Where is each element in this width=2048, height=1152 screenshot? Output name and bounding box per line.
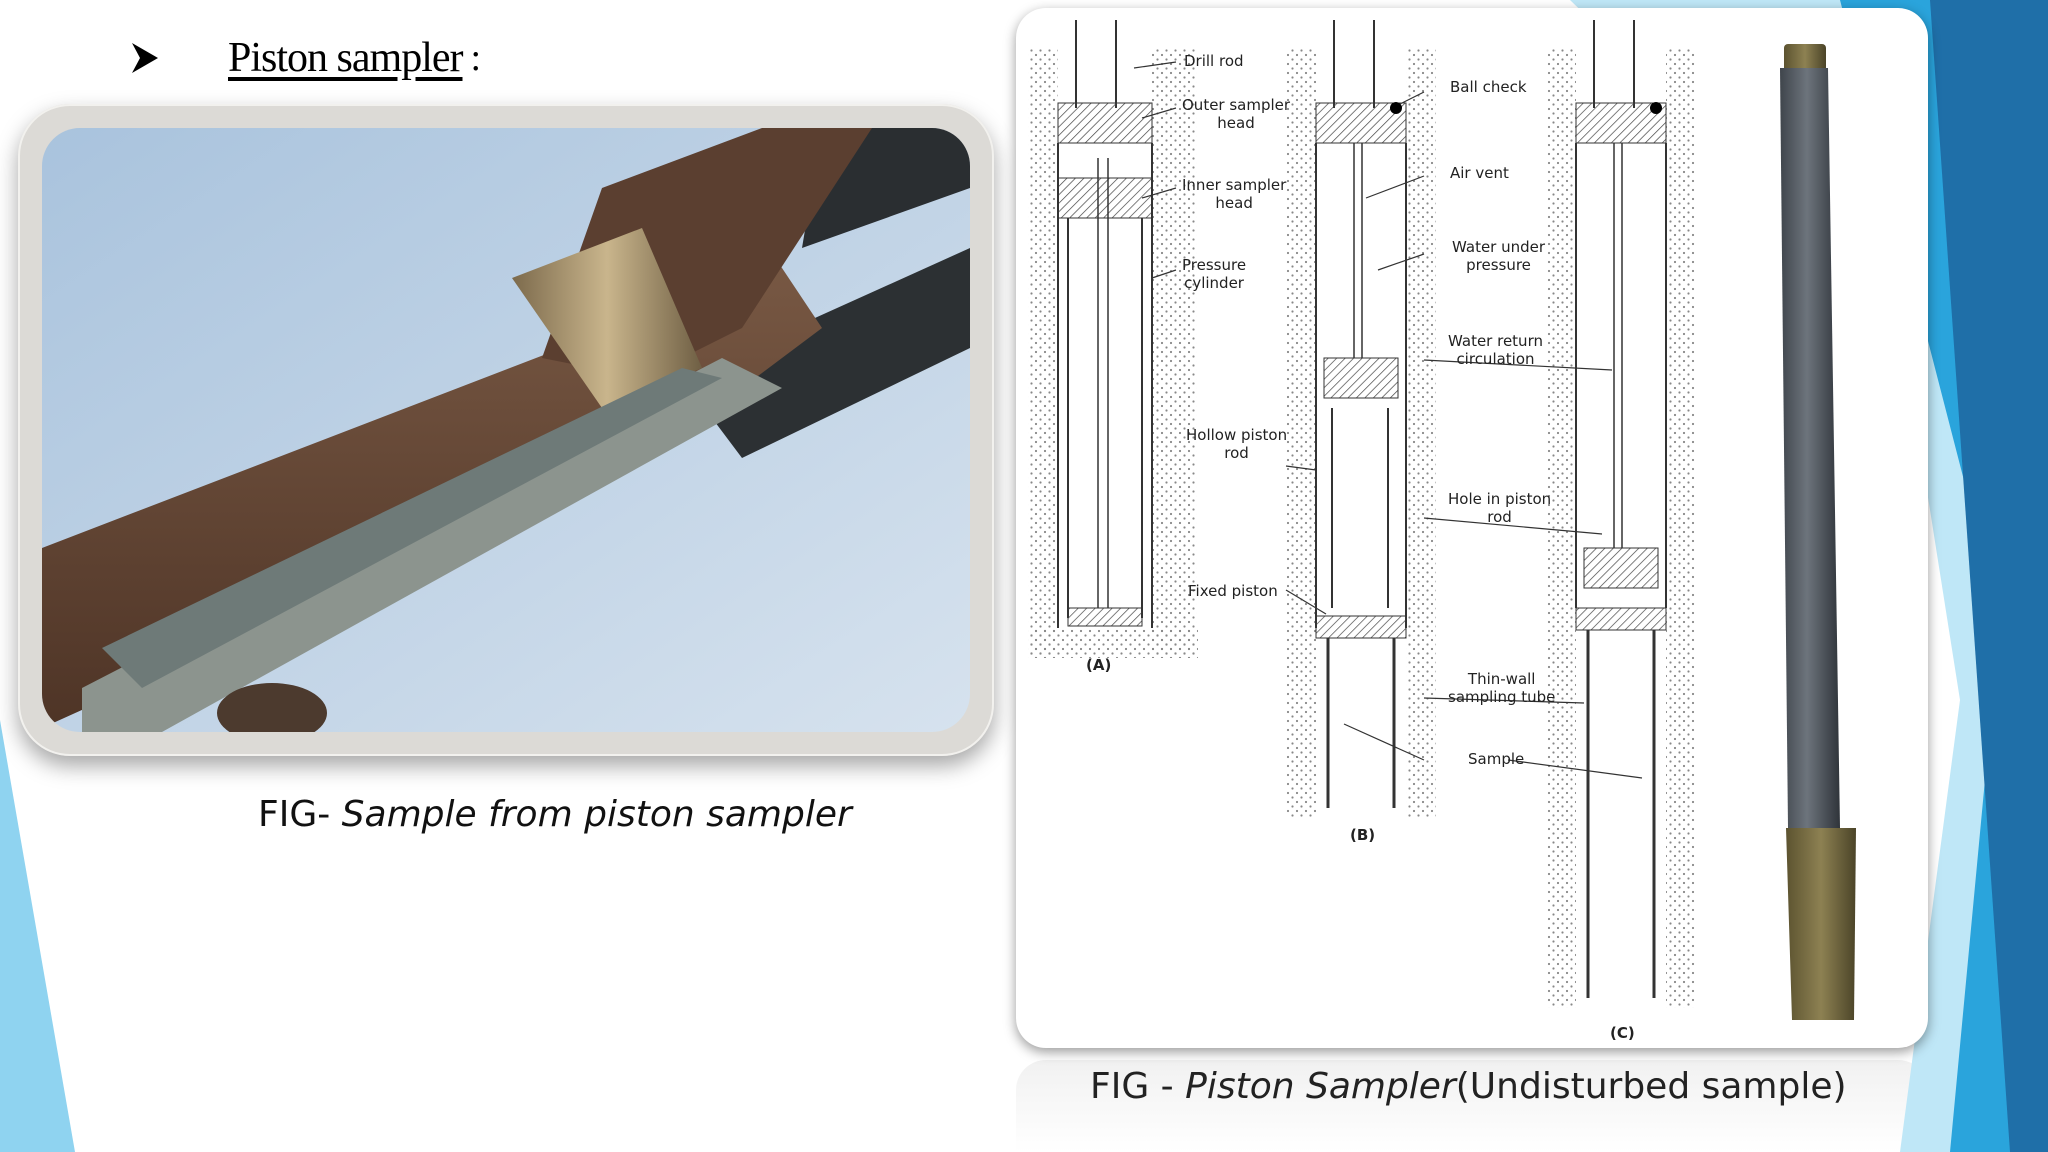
title-colon: :	[470, 37, 482, 79]
leader-lines	[1133, 61, 1643, 779]
diagram-drawing	[1028, 20, 1856, 1020]
caption-left: FIG- Sample from piston sampler	[258, 794, 852, 835]
panel-label-b: (B)	[1350, 826, 1376, 844]
label-ball-check: Ball check	[1450, 78, 1527, 96]
caption-left-prefix: FIG-	[258, 794, 342, 835]
panel-label-a: (A)	[1086, 656, 1112, 674]
caption-right-italic: Piston Sampler	[1185, 1066, 1456, 1107]
caption-right-suffix: (Undisturbed sample)	[1455, 1066, 1847, 1107]
slide-title-row: Piston sampler :	[132, 28, 481, 88]
panel-b	[1286, 20, 1436, 818]
panel-c	[1546, 20, 1696, 1008]
sampler-tube-photo	[1780, 44, 1856, 1020]
sample-photo-frame	[18, 104, 994, 756]
label-sample: Sample	[1468, 750, 1525, 768]
label-drill-rod: Drill rod	[1184, 52, 1244, 70]
caption-right: FIG - Piston Sampler(Undisturbed sample)	[1090, 1066, 1847, 1107]
panel-a	[1028, 20, 1198, 658]
sample-photo-illustration	[42, 128, 970, 732]
panel-label-c: (C)	[1610, 1024, 1635, 1042]
arrow-bullet-icon	[132, 43, 158, 73]
caption-left-italic: Sample from piston sampler	[341, 794, 852, 835]
label-fixed-piston: Fixed piston	[1188, 582, 1278, 600]
sample-photo	[42, 128, 970, 732]
caption-right-prefix: FIG -	[1090, 1066, 1186, 1107]
slide-title: Piston sampler	[228, 35, 463, 81]
label-air-vent: Air vent	[1450, 164, 1509, 182]
